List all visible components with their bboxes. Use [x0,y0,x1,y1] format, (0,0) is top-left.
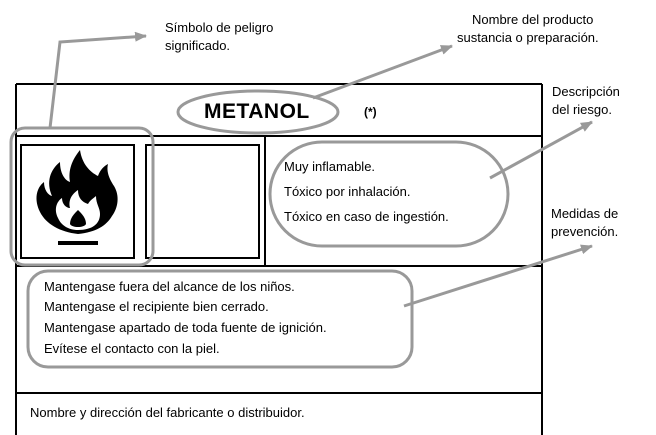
empty-symbol-frame [145,144,260,259]
symbol-callout-line-2: significado. [165,38,231,53]
annotation-arrows [48,31,593,308]
risk-highlight-ellipse [268,140,510,248]
annotation-marks [9,89,510,369]
risk-callout-line-2: del riesgo. [552,102,612,117]
prevention-callout-line-1: Medidas de [551,206,619,221]
prevention-callout-line-2: prevención. [551,224,619,239]
safety-phrase: Mantengase apartado de toda fuente de ig… [44,320,327,335]
safety-phrase: Evítese el contacto con la piel. [44,341,220,356]
product-asterisk: (*) [364,105,377,119]
prevention-arrow [403,244,593,308]
safety-phrase: Mantengase el recipiente bien cerrado. [44,299,269,314]
risk-arrow [489,120,593,180]
safety-phrase: Mantengase fuera del alcance de los niño… [44,279,295,294]
symbol-callout-line-1: Símbolo de peligro [165,20,274,35]
risk-phrase: Tóxico por inhalación. [284,184,411,199]
label-frame [15,83,543,435]
risk-phrase: Muy inflamable. [284,159,376,174]
hazard-symbol-frame [20,144,135,259]
product-callout-line-2: sustancia o preparación. [457,30,599,45]
manufacturer-text: Nombre y dirección del fabricante o dist… [30,405,305,420]
flame-icon [36,150,118,245]
symbol-arrow [48,31,147,129]
risk-phrase: Tóxico en caso de ingestión. [284,209,449,224]
product-name: METANOL [204,100,310,123]
symbol-highlight-frame [9,126,155,267]
product-callout-line-1: Nombre del producto [472,12,594,27]
product-arrow [312,44,453,100]
product-highlight-ellipse [176,89,340,135]
risk-callout-line-1: Descripción [552,84,620,99]
safety-highlight-frame [26,269,414,369]
